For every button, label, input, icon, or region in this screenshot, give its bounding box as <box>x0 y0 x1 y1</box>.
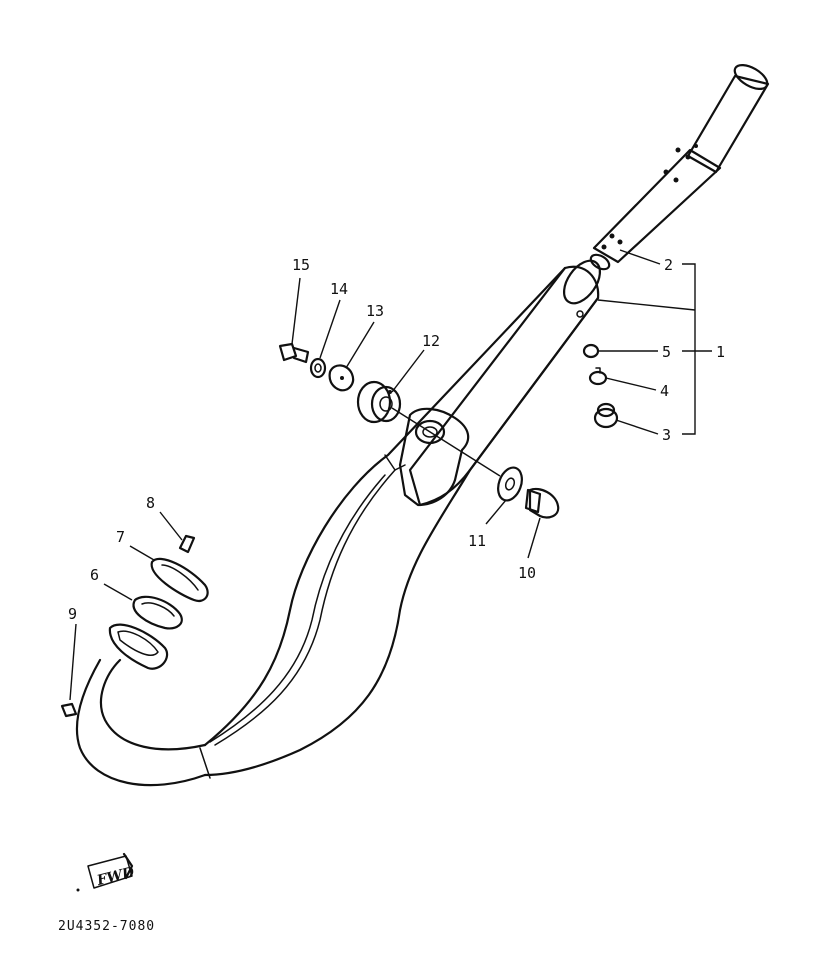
washer-14 <box>309 357 327 379</box>
fwd-label: FWD <box>94 864 136 889</box>
grommet-5 <box>582 343 600 359</box>
flange-7 <box>150 557 209 603</box>
leader-lines <box>69 249 712 701</box>
plug-3 <box>593 402 619 429</box>
expansion-chamber-part <box>75 259 602 787</box>
callout-7: 7 <box>116 528 125 546</box>
gasket-6 <box>132 595 183 630</box>
callout-14: 14 <box>330 280 348 298</box>
callout-9: 9 <box>68 605 77 623</box>
callout-13: 13 <box>366 302 384 320</box>
stud-8 <box>178 534 196 554</box>
callout-4: 4 <box>660 382 669 400</box>
bolt-10 <box>524 487 560 519</box>
callout-15: 15 <box>292 256 310 274</box>
callout-11: 11 <box>468 532 486 550</box>
callout-8: 8 <box>146 494 155 512</box>
diagram-code: 2U4352-7080 <box>58 919 155 934</box>
screw-4 <box>588 367 608 386</box>
callout-6: 6 <box>90 566 99 584</box>
callout-5: 5 <box>662 343 671 361</box>
assembly-axis-line <box>391 407 501 477</box>
tailpipe-part <box>589 63 770 271</box>
grommet-12 <box>356 380 402 424</box>
callout-2: 2 <box>664 256 673 274</box>
callout-12: 12 <box>422 332 440 350</box>
clip-13 <box>328 364 355 392</box>
callout-3: 3 <box>662 426 671 444</box>
callout-1: 1 <box>716 343 725 361</box>
nut-9 <box>60 702 78 718</box>
fwd-direction-marker: FWD <box>76 852 137 892</box>
washer-11 <box>497 466 523 502</box>
bolt-15 <box>278 342 310 364</box>
callout-10: 10 <box>518 564 536 582</box>
